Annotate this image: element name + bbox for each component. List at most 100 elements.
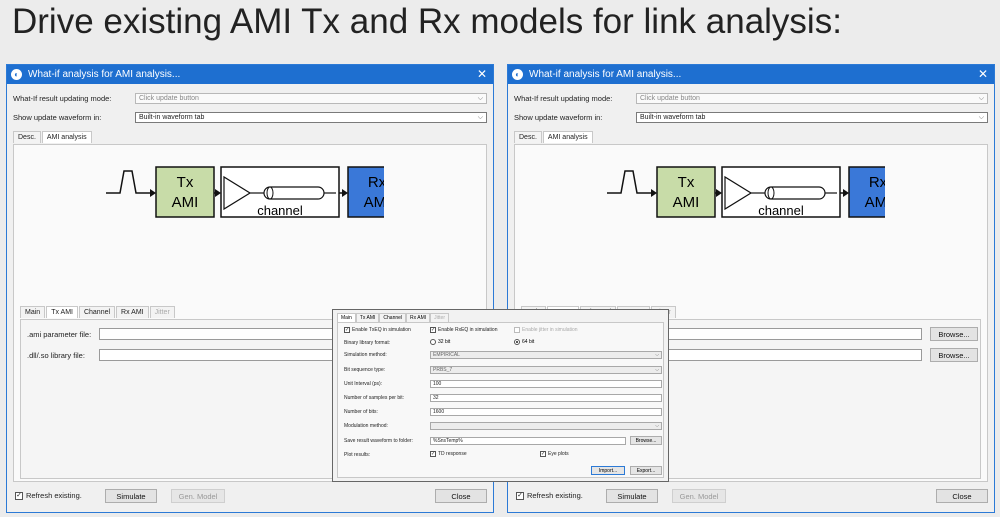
enable-jitter-checkbox[interactable]: Enable jitter in simulation xyxy=(514,327,578,333)
chevron-down-icon: ⌵ xyxy=(477,114,483,121)
bits-input[interactable]: 1600 xyxy=(430,408,662,416)
modulation-select[interactable]: ⌵ xyxy=(430,422,662,430)
tab-ami-analysis[interactable]: AMI analysis xyxy=(41,131,92,143)
ui-input[interactable]: 100 xyxy=(430,380,662,388)
mode-select[interactable]: Click update button ⌵ xyxy=(636,93,988,104)
tab-ami-analysis[interactable]: AMI analysis xyxy=(542,131,593,143)
gen-model-button[interactable]: Gen. Model xyxy=(672,489,726,503)
ov-tab-tx-ami[interactable]: Tx AMI xyxy=(355,313,380,322)
tab-main[interactable]: Main xyxy=(20,306,46,318)
bits-label: Number of bits: xyxy=(344,409,378,415)
rx-ami-label: AMI xyxy=(364,194,384,211)
dialog-titlebar[interactable]: ◐ What-if analysis for AMI analysis... ✕ xyxy=(508,65,994,84)
tx-label: Tx xyxy=(678,174,695,191)
simulate-button[interactable]: Simulate xyxy=(105,489,157,503)
samples-input[interactable]: 32 xyxy=(430,394,662,402)
tab-desc[interactable]: Desc. xyxy=(13,131,41,143)
simulate-button[interactable]: Simulate xyxy=(606,489,658,503)
sim-method-select[interactable]: EMPIRICAL ⌵ xyxy=(430,351,662,359)
dialog-title: What-if analysis for AMI analysis... xyxy=(529,69,682,80)
channel-label: channel xyxy=(758,203,804,218)
eye-plots-label: Eye plots xyxy=(548,451,569,457)
chevron-down-icon: ⌵ xyxy=(655,423,659,429)
close-icon[interactable]: ✕ xyxy=(476,67,487,81)
close-button[interactable]: Close xyxy=(936,489,988,503)
close-icon[interactable]: ✕ xyxy=(977,67,988,81)
td-response-checkbox[interactable]: ✓TD response xyxy=(430,451,467,457)
chevron-down-icon: ⌵ xyxy=(477,95,483,102)
save-folder-input[interactable]: %SnsTemp% xyxy=(430,437,626,445)
rx-ami-label: AMI xyxy=(865,194,885,211)
rx-ami-box xyxy=(848,166,885,218)
show-label: Show update waveform in: xyxy=(13,113,102,122)
save-folder-label: Save result waveform to folder: xyxy=(344,438,413,444)
mode-value: Click update button xyxy=(640,95,700,102)
show-value: Built-in waveform tab xyxy=(640,114,706,121)
import-button[interactable]: Import... xyxy=(591,466,625,475)
samples-label: Number of samples per bit: xyxy=(344,395,405,401)
show-select[interactable]: Built-in waveform tab ⌵ xyxy=(135,112,487,123)
radio-32bit-label: 32 bit xyxy=(438,339,451,345)
tab-desc[interactable]: Desc. xyxy=(514,131,542,143)
bit-seq-value: PRBS_7 xyxy=(433,367,453,373)
ov-tab-channel[interactable]: Channel xyxy=(379,313,407,322)
plot-results-label: Plot results: xyxy=(344,452,371,458)
show-select[interactable]: Built-in waveform tab ⌵ xyxy=(636,112,988,123)
browse-dll-button[interactable]: Browse... xyxy=(930,348,978,362)
tab-jitter[interactable]: Jitter xyxy=(149,306,175,318)
chevron-down-icon: ⌵ xyxy=(978,114,984,121)
tab-channel[interactable]: Channel xyxy=(78,306,116,318)
rx-label: Rx xyxy=(869,174,885,191)
ov-main-panel: ✓Enable TxEQ in simulation ✓Enable RxEQ … xyxy=(337,322,664,478)
app-icon: ◐ xyxy=(11,69,22,80)
enable-rxeq-checkbox[interactable]: ✓Enable RxEQ in simulation xyxy=(430,327,498,333)
checkbox-checked-icon: ✓ xyxy=(15,491,23,500)
tx-ami-box xyxy=(656,166,716,218)
tx-ami-label: AMI xyxy=(172,194,199,211)
browse-ami-button[interactable]: Browse... xyxy=(930,327,978,341)
radio-32bit[interactable]: 32 bit xyxy=(430,339,450,345)
mode-select[interactable]: Click update button ⌵ xyxy=(135,93,487,104)
rx-label: Rx xyxy=(368,174,384,191)
tx-label: Tx xyxy=(177,174,194,191)
dialog-titlebar[interactable]: ◐ What-if analysis for AMI analysis... ✕ xyxy=(7,65,493,84)
eye-plots-checkbox[interactable]: ✓Eye plots xyxy=(540,451,569,457)
ami-param-label: .ami parameter file: xyxy=(27,330,92,339)
modulation-label: Modulation method: xyxy=(344,423,388,429)
show-label: Show update waveform in: xyxy=(514,113,603,122)
chevron-down-icon: ⌵ xyxy=(978,95,984,102)
app-icon: ◐ xyxy=(512,69,523,80)
tab-rx-ami[interactable]: Rx AMI xyxy=(116,306,149,318)
enable-rxeq-label: Enable RxEQ in simulation xyxy=(438,327,498,333)
tx-ami-box xyxy=(155,166,215,218)
close-button[interactable]: Close xyxy=(435,489,487,503)
refresh-label: Refresh existing. xyxy=(26,491,82,500)
show-value: Built-in waveform tab xyxy=(139,114,205,121)
ov-browse-button[interactable]: Browse... xyxy=(630,436,662,445)
sim-method-label: Simulation method: xyxy=(344,352,387,358)
enable-txeq-checkbox[interactable]: ✓Enable TxEQ in simulation xyxy=(344,327,411,333)
binary-format-label: Binary library format: xyxy=(344,340,391,346)
ov-tab-main[interactable]: Main xyxy=(337,313,356,322)
gen-model-button[interactable]: Gen. Model xyxy=(171,489,225,503)
sim-method-value: EMPIRICAL xyxy=(433,352,460,358)
ov-tab-jitter[interactable]: Jitter xyxy=(430,313,450,322)
radio-64bit[interactable]: 64 bit xyxy=(514,339,534,345)
bit-seq-select[interactable]: PRBS_7 ⌵ xyxy=(430,366,662,374)
ov-tab-rx-ami[interactable]: Rx AMI xyxy=(406,313,431,322)
tab-tx-ami[interactable]: Tx AMI xyxy=(46,306,78,318)
refresh-checkbox[interactable]: ✓ Refresh existing. xyxy=(516,491,583,500)
dll-label: .dll/.so library file: xyxy=(27,351,85,360)
ui-label: Unit Interval (ps): xyxy=(344,381,383,387)
export-button[interactable]: Export... xyxy=(630,466,662,475)
refresh-checkbox[interactable]: ✓ Refresh existing. xyxy=(15,491,82,500)
link-diagram: Tx AMI channel Rx AMI xyxy=(607,166,885,218)
radio-64bit-label: 64 bit xyxy=(522,339,535,345)
mode-value: Click update button xyxy=(139,95,199,102)
chevron-down-icon: ⌵ xyxy=(655,367,659,373)
chevron-down-icon: ⌵ xyxy=(655,352,659,358)
td-response-label: TD response xyxy=(438,451,467,457)
mode-label: What-If result updating mode: xyxy=(514,94,613,103)
refresh-label: Refresh existing. xyxy=(527,491,583,500)
slide-title: Drive existing AMI Tx and Rx models for … xyxy=(12,2,842,41)
